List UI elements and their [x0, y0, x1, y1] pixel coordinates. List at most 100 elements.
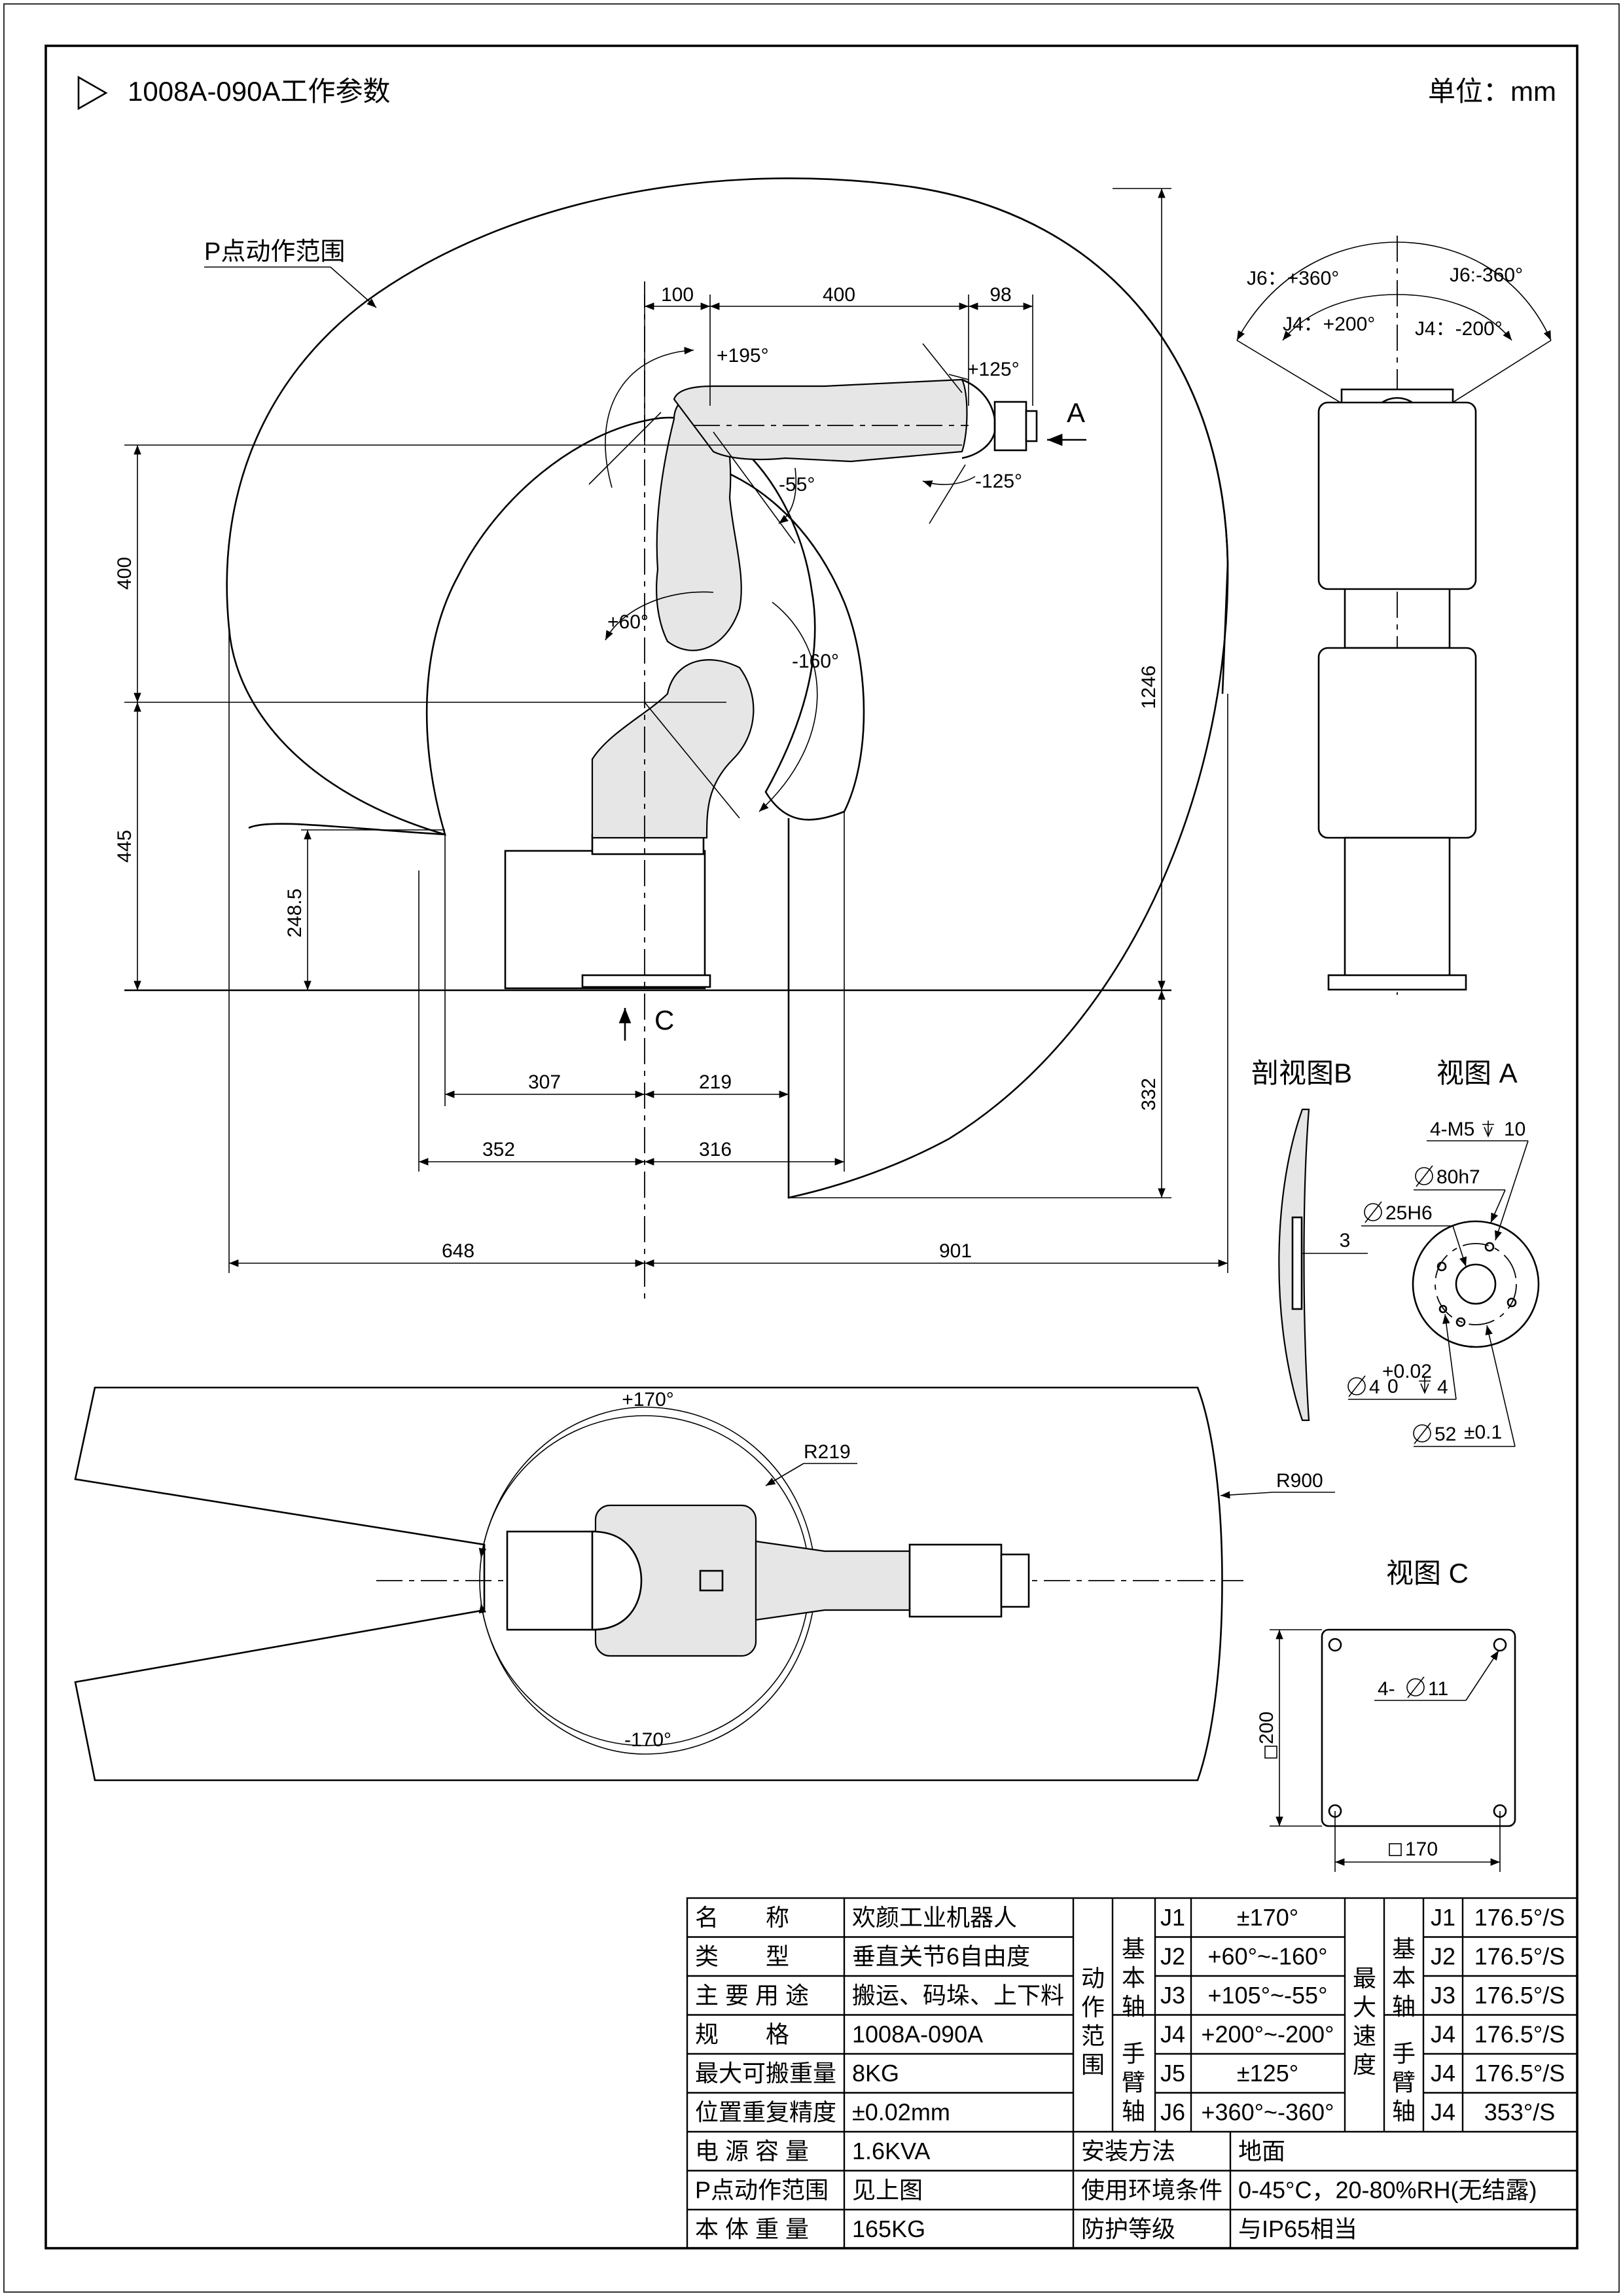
spec-value-2: 0-45°C，20-80%RH(无结露): [1238, 2177, 1537, 2204]
angle-m55: -55°: [779, 474, 815, 495]
max-speed-c1: 最大速度: [1353, 1965, 1376, 2078]
vertical-char: 范: [1081, 2022, 1105, 2049]
angle-m160: -160°: [792, 651, 839, 672]
dim-307: 307: [528, 1071, 561, 1093]
spec-label-2: 使用环境条件: [1081, 2177, 1222, 2204]
work-envelope-bottom: [248, 823, 446, 836]
speed-value: 176.5°/S: [1474, 1943, 1565, 1970]
m5-leader: [1495, 1140, 1529, 1241]
front-foot: [1327, 974, 1467, 991]
vertical-char: 轴: [1122, 2098, 1145, 2125]
spec-value: 垂直关节6自由度: [852, 1943, 1030, 1970]
view-a-d52-tol: ±0.1: [1464, 1422, 1502, 1443]
vertical-char: 基: [1392, 1935, 1416, 1962]
diameter-icon: [1406, 1678, 1425, 1696]
range-value: ±170°: [1237, 1904, 1298, 1931]
radius-r900: R900: [1276, 1470, 1323, 1492]
diameter-slash-icon: [1348, 1375, 1366, 1397]
j6-negative: J6:-360°: [1450, 264, 1523, 286]
work-range-leader-arrow: [330, 266, 377, 308]
top-flange: [1000, 1553, 1030, 1608]
range-joint: J6: [1160, 2099, 1185, 2126]
arc-j6: [1236, 242, 1552, 341]
dim-219: 219: [699, 1071, 732, 1093]
view-c: 视图 C 4- 11 200 170: [1256, 1558, 1516, 1872]
range-joint: J1: [1160, 1904, 1185, 1931]
diameter-slash-icon: [1364, 1201, 1382, 1223]
speed-joint: J4: [1431, 2060, 1455, 2087]
arc-m170: [478, 1596, 815, 1755]
d80-leader: [1490, 1189, 1506, 1223]
limit-line-m125: [929, 464, 966, 524]
spec-value: 见上图: [852, 2177, 923, 2204]
view-a-d25: 25H6: [1385, 1202, 1433, 1224]
range-joint: J5: [1160, 2060, 1185, 2087]
arc-m160: [758, 601, 818, 812]
range-joint: J2: [1160, 1943, 1185, 1970]
r900-leader: [1220, 1491, 1274, 1499]
view-a-d52: 52: [1435, 1424, 1456, 1445]
depth-symbol-icon: [1419, 1377, 1431, 1395]
range-value: +200°~-200°: [1202, 2021, 1334, 2048]
dim-901: 901: [939, 1240, 972, 1262]
spec-label: 规 格: [695, 2021, 789, 2048]
diameter-icon: [1415, 1167, 1433, 1185]
vertical-char: 速: [1353, 2022, 1376, 2049]
square-symbol-icon: [1264, 1746, 1277, 1759]
dim-400-left: 400: [114, 557, 135, 590]
view-a-outer-circle: [1412, 1220, 1540, 1348]
speed-joint: J1: [1431, 1904, 1455, 1931]
base-axis-c1: 基本轴: [1122, 1935, 1145, 2020]
view-a-bolt-hole-4: [1507, 1297, 1517, 1308]
dim-316: 316: [699, 1139, 732, 1160]
spec-value: 1008A-090A: [852, 2021, 983, 2048]
limit-line-p195: [588, 412, 662, 485]
section-b-dim3: 3: [1340, 1230, 1351, 1251]
angle-p195: +195°: [717, 345, 769, 367]
work-envelope-outer: [787, 185, 1229, 1199]
vertical-char: 本: [1392, 1964, 1416, 1991]
square-symbol-icon: [1389, 1843, 1402, 1856]
unit-label: 单位：mm: [1428, 76, 1556, 107]
view-c-hole-1: [1328, 1638, 1342, 1652]
range-value: +60°~-160°: [1208, 1943, 1328, 1970]
limit-line-m160: [644, 702, 740, 819]
outer-border: [3, 3, 1620, 2293]
spec-value: ±0.02mm: [852, 2099, 950, 2126]
holes-leader: [1465, 1650, 1499, 1701]
limit-line-m55: [713, 431, 796, 544]
vertical-char: 围: [1081, 2051, 1105, 2078]
diameter-slash-icon: [1414, 1422, 1431, 1444]
arm-axis-c1: 手臂轴: [1122, 2040, 1145, 2125]
spec-table-frame: [686, 1897, 1578, 2250]
dim-98: 98: [990, 284, 1011, 306]
range-value: +360°~-360°: [1202, 2099, 1334, 2126]
dim-100: 100: [661, 284, 694, 306]
view-c-hole-2: [1493, 1638, 1507, 1652]
speed-joint: J3: [1431, 1982, 1455, 2009]
d4-leader: [1442, 1314, 1457, 1400]
view-c-marker: C: [654, 1005, 674, 1035]
speed-value: 176.5°/S: [1474, 2021, 1565, 2048]
d52-leader: [1485, 1325, 1516, 1447]
robot-wrist-joint: [961, 378, 996, 459]
speed-value: 353°/S: [1484, 2099, 1555, 2126]
spec-table-rows: 名 称欢颜工业机器人类 型垂直关节6自由度主 要 用 途搬运、码垛、上下料规 格…: [687, 1904, 1577, 2242]
robot-upper-arm: [656, 391, 742, 651]
view-a-d80: 80h7: [1436, 1166, 1480, 1188]
drawing-title: 1008A-090A工作参数: [128, 76, 391, 107]
j4-negative: J4：-200°: [1415, 318, 1503, 340]
vertical-char: 轴: [1392, 2098, 1416, 2125]
top-joint-mark: [699, 1570, 724, 1592]
top-view: +170° -170° R219 R900: [74, 1386, 1335, 1782]
top-forearm: [755, 1540, 911, 1621]
arc-p125: [948, 374, 969, 380]
spec-label-2: 防护等级: [1081, 2215, 1175, 2242]
view-a-d4-depth: 4: [1437, 1376, 1448, 1398]
drawing-frame: [45, 45, 1578, 2250]
view-a-center-hole: [1455, 1263, 1497, 1305]
section-b-recess: [1291, 1216, 1303, 1310]
speed-joint: J4: [1431, 2099, 1455, 2126]
diameter-slash-icon: [1407, 1676, 1425, 1698]
spec-value: 欢颜工业机器人: [852, 1904, 1017, 1931]
